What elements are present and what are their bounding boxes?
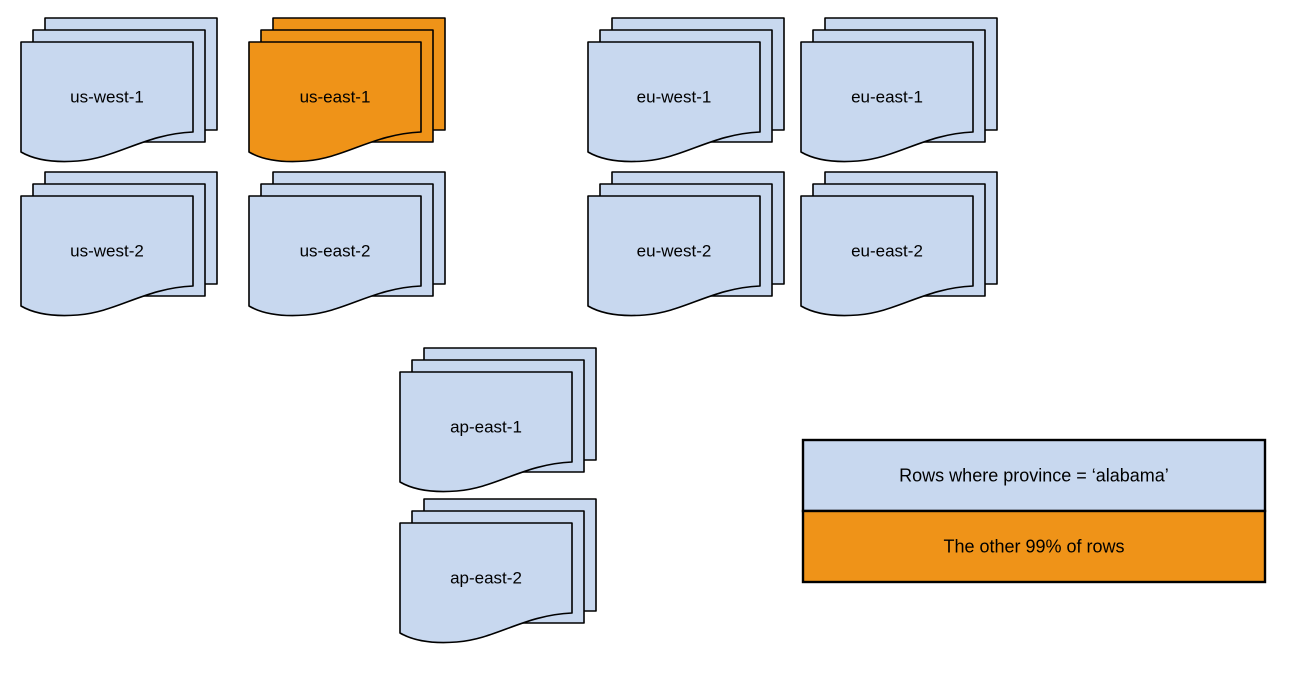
stack-label: us-west-2 xyxy=(70,241,144,260)
stack-label: ap-east-2 xyxy=(450,568,522,587)
document-stack-eu-west-1[interactable]: eu-west-1 xyxy=(587,17,785,163)
document-stack-ap-east-1[interactable]: ap-east-1 xyxy=(399,347,597,493)
legend-row-alabama: Rows where province = ‘alabama’ xyxy=(801,438,1267,513)
stack-front-sheet[interactable] xyxy=(399,371,573,493)
stack-label: us-east-2 xyxy=(300,241,371,260)
stack-label: ap-east-1 xyxy=(450,417,522,436)
stack-front-sheet[interactable] xyxy=(800,195,974,317)
stack-front-sheet[interactable] xyxy=(20,195,194,317)
document-stacks-group: us-west-1 us-east-1 eu-west-1 eu-east-1 us-w… xyxy=(20,17,998,644)
stack-label: eu-east-1 xyxy=(851,87,923,106)
document-stack-us-east-1[interactable]: us-east-1 xyxy=(248,17,446,163)
document-stack-us-west-2[interactable]: us-west-2 xyxy=(20,171,218,317)
stack-label: eu-west-1 xyxy=(637,87,712,106)
document-stack-us-east-2[interactable]: us-east-2 xyxy=(248,171,446,317)
stack-front-sheet[interactable] xyxy=(587,41,761,163)
document-stack-ap-east-2[interactable]: ap-east-2 xyxy=(399,498,597,644)
stack-front-sheet[interactable] xyxy=(587,195,761,317)
document-stack-us-west-1[interactable]: us-west-1 xyxy=(20,17,218,163)
legend-swatch xyxy=(801,509,1267,584)
legend-label: Rows where province = ‘alabama’ xyxy=(899,465,1169,485)
stack-label: eu-west-2 xyxy=(637,241,712,260)
stack-label: us-east-1 xyxy=(300,87,371,106)
stack-front-sheet[interactable] xyxy=(399,522,573,644)
legend: Rows where province = ‘alabama’ The other… xyxy=(801,438,1267,584)
legend-label: The other 99% of rows xyxy=(943,536,1124,556)
stack-front-sheet[interactable] xyxy=(248,41,422,163)
stack-label: eu-east-2 xyxy=(851,241,923,260)
stack-front-sheet[interactable] xyxy=(800,41,974,163)
document-stack-eu-east-1[interactable]: eu-east-1 xyxy=(800,17,998,163)
document-stack-eu-west-2[interactable]: eu-west-2 xyxy=(587,171,785,317)
stack-front-sheet[interactable] xyxy=(248,195,422,317)
legend-swatch xyxy=(801,438,1267,513)
stack-front-sheet[interactable] xyxy=(20,41,194,163)
stack-label: us-west-1 xyxy=(70,87,144,106)
legend-row-other: The other 99% of rows xyxy=(801,509,1267,584)
document-stack-eu-east-2[interactable]: eu-east-2 xyxy=(800,171,998,317)
